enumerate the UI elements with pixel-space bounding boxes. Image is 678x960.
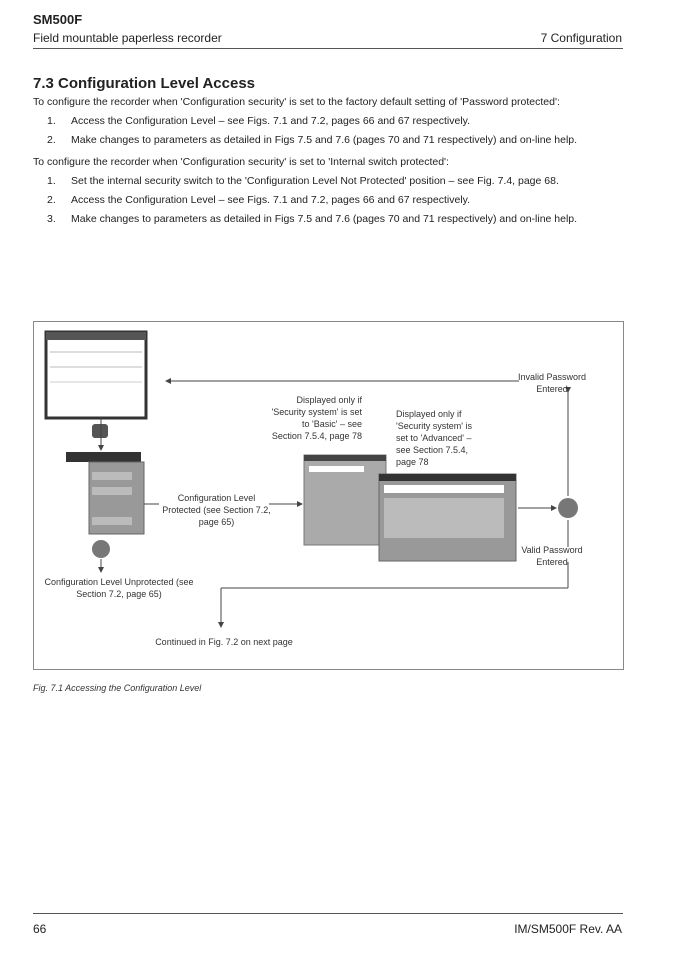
- list-text: Access the Configuration Level – see Fig…: [71, 194, 471, 206]
- invalid-password-label: Invalid Password Entered: [517, 372, 587, 394]
- hand-pointer-icon: [558, 498, 578, 518]
- product-subtitle: Field mountable paperless recorder: [33, 31, 222, 45]
- advanced-password-dialog: [378, 473, 517, 562]
- list-item: 1. Set the internal security switch to th…: [33, 174, 623, 188]
- body-text: To configure the recorder when 'Configur…: [33, 95, 623, 226]
- footer-rule: [33, 913, 623, 914]
- list-text: Make changes to parameters as detailed i…: [71, 134, 578, 146]
- advanced-note: Displayed only if 'Security system' is s…: [396, 409, 472, 467]
- valid-password-label: Valid Password Entered: [521, 545, 583, 567]
- header-rule: [33, 48, 623, 49]
- list-number: 1.: [47, 115, 56, 127]
- product-title: SM500F: [33, 12, 83, 27]
- basic-password-dialog: [303, 454, 387, 546]
- hand-pointer-icon: [92, 540, 110, 558]
- section-heading: 7.3 Configuration Level Access: [33, 75, 256, 92]
- list-item: 2. Access the Configuration Level – see F…: [33, 193, 623, 207]
- protected-label: Configuration Level Protected (see Secti…: [162, 493, 271, 527]
- list-text: Set the internal security switch to the …: [71, 175, 559, 187]
- document-id: IM/SM500F Rev. AA: [514, 922, 622, 936]
- flow-diagram: [44, 330, 578, 628]
- key-press-icon: [92, 424, 108, 438]
- figure-caption: Fig. 7.1 Accessing the Configuration Lev…: [33, 683, 202, 693]
- unprotected-label: Configuration Level Unprotected (see Sec…: [44, 577, 194, 599]
- intro-paragraph: To configure the recorder when 'Configur…: [33, 156, 449, 168]
- list-text: Access the Configuration Level – see Fig…: [71, 115, 471, 127]
- list-item: 3. Make changes to parameters as detailed…: [33, 212, 623, 226]
- continued-label: Continued in Fig. 7.2 on next page: [155, 637, 293, 647]
- chapter-title: 7 Configuration: [540, 31, 622, 45]
- intro-paragraph: To configure the recorder when 'Configur…: [33, 96, 560, 108]
- recorder-screen-thumbnail: [44, 330, 148, 420]
- figure-diagram: Invalid Password Entered Valid Password …: [33, 321, 624, 670]
- list-number: 3.: [47, 213, 56, 225]
- list-number: 2.: [47, 134, 56, 146]
- list-item: 2. Make changes to parameters as detailed…: [33, 133, 623, 147]
- list-text: Make changes to parameters as detailed i…: [71, 213, 578, 225]
- list-number: 1.: [47, 175, 56, 187]
- menu-thumbnail: [66, 452, 145, 535]
- list-number: 2.: [47, 194, 56, 206]
- basic-note: Displayed only if 'Security system' is s…: [271, 395, 362, 441]
- page-number: 66: [33, 922, 47, 936]
- list-item: 1. Access the Configuration Level – see F…: [33, 114, 623, 128]
